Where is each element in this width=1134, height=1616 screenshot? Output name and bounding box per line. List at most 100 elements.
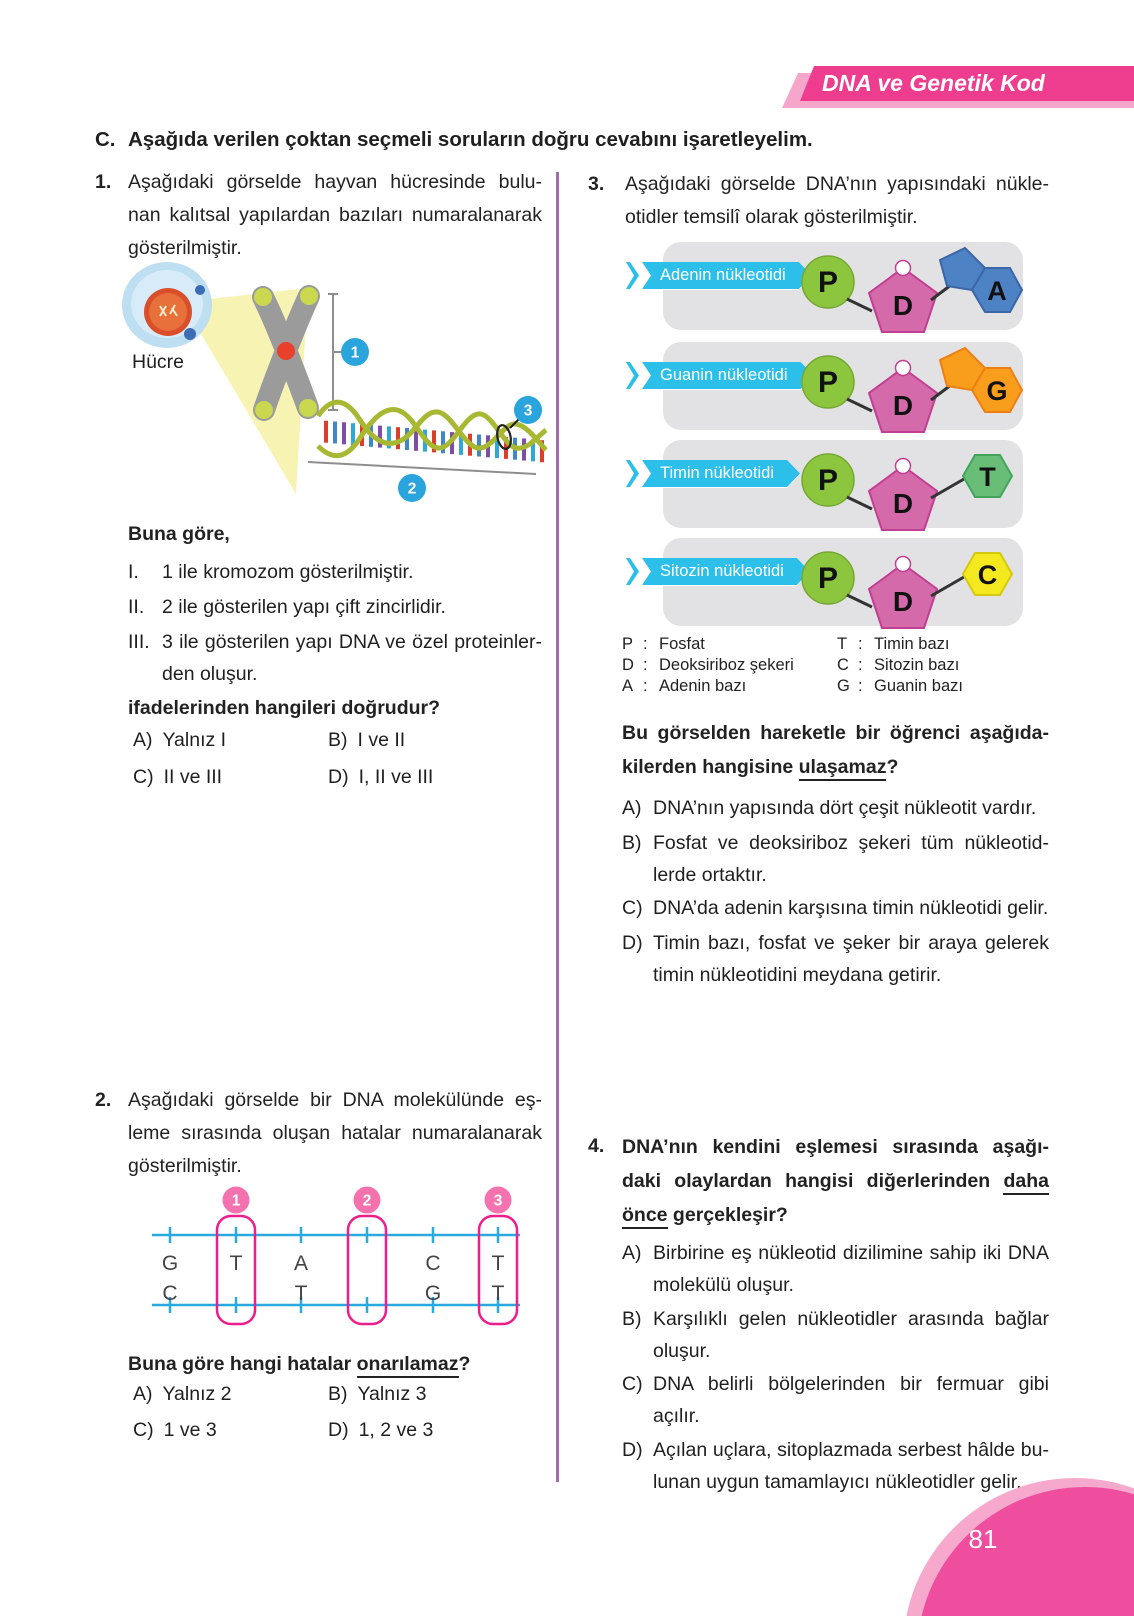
svg-text:D: D (893, 390, 913, 421)
centromere (277, 342, 295, 360)
q4-option-c: C)DNA belirli bölgelerinden bir fermuar … (622, 1373, 1049, 1427)
q1-option-b: B)I ve II (328, 729, 406, 751)
q2-number: 2. (95, 1089, 112, 1111)
ribbon-chevron-icon (626, 362, 639, 389)
legend-row: T:Timin bazı (837, 635, 950, 653)
svg-text:C: C (978, 560, 998, 590)
q4-stem-line2: daki olaylardan hangisi diğerlerinden da… (622, 1164, 1049, 1198)
svg-text:T: T (492, 1282, 505, 1305)
roman-label: III. (128, 631, 150, 653)
nucleotide-label: Timin nükleotidi (642, 460, 800, 487)
nucleotide-diagram: PDT (801, 453, 1014, 531)
phosphate (801, 453, 855, 507)
svg-text:T: T (295, 1282, 308, 1305)
svg-text:A: A (294, 1252, 308, 1275)
q4-stem-line3: önce gerçekleşir? (622, 1198, 1049, 1232)
deoxyribose-sugar (867, 464, 939, 531)
chromosome (252, 285, 320, 421)
chapter-banner: DNA ve Genetik Kod (800, 66, 1134, 101)
svg-text:D: D (893, 488, 913, 519)
q3-option-a: A)DNA’nın yapısında dört çeşit nükleotit… (622, 797, 1037, 819)
deoxyribose-sugar (867, 366, 939, 433)
q2-option-a: A)Yalnız 2 (133, 1383, 232, 1405)
q1-option-a: A)Yalnız I (133, 729, 227, 751)
svg-text:G: G (986, 376, 1007, 406)
nucleotide-label: Guanin nükleotidi (642, 362, 814, 389)
q1-item-1: I. 1 ile kromozom gösterilmiştir. (128, 556, 542, 588)
q3-number: 3. (588, 173, 605, 195)
legend-row: P:Fosfat (622, 635, 705, 653)
error-marker-circle (222, 1186, 250, 1214)
q1-number: 1. (95, 171, 112, 193)
page-number: 81 (968, 1524, 998, 1554)
legend-row: G:Guanin bazı (837, 677, 963, 695)
svg-text:P: P (818, 464, 838, 497)
q4-stem-line1: DNA’nın kendini eşlemesi sırasında aşağı… (622, 1136, 1049, 1158)
section-letter: C. (95, 128, 116, 151)
phosphate (801, 255, 855, 309)
svg-text:P: P (818, 562, 838, 595)
svg-text:C: C (162, 1282, 177, 1305)
ribbon-chevron-icon (626, 460, 639, 487)
q1-item-3: III. 3 ile gösterilen yapı DNA ve özel p… (128, 626, 542, 690)
q2-stem: Buna göre hangi hatalar onarılamaz? (128, 1348, 470, 1381)
gene-highlight (496, 424, 512, 450)
q2-option-d: D)1, 2 ve 3 (328, 1419, 434, 1441)
base-G: G (938, 346, 1024, 413)
marker-1: 1 (351, 345, 360, 362)
underlined-word: onarılamaz (356, 1353, 459, 1378)
q4-option-a: A)Birbirine eş nükleotid dizilimine sahi… (622, 1242, 1049, 1296)
error-marker-circle (484, 1186, 512, 1214)
nucleotide-label: Adenin nükleotidi (642, 262, 812, 289)
cell-illustration (122, 262, 212, 348)
q3-stem: Bu görselden hareketle bir öğrenci aşağı… (622, 716, 1049, 784)
error-marker-circle (353, 1186, 381, 1214)
svg-text:D: D (893, 290, 913, 321)
q2-option-b: B)Yalnız 3 (328, 1383, 427, 1405)
error-box (477, 1214, 519, 1326)
roman-label: II. (128, 596, 145, 618)
svg-text:1: 1 (232, 1193, 241, 1210)
underlined-word: ulaşamaz (798, 756, 887, 781)
ribbon-chevron-icon (626, 558, 639, 585)
roman-label: I. (128, 561, 139, 583)
svg-text:T: T (492, 1252, 505, 1275)
section-header: Aşağıda verilen çoktan seçmeli soruların… (128, 128, 813, 151)
nucleotide-label-ribbon: Adenin nükleotidi (626, 262, 812, 289)
underlined-word: daha (1003, 1170, 1049, 1195)
bracket-2 (307, 461, 537, 475)
marker-2-circle (398, 474, 426, 502)
base-T: T (961, 454, 1014, 498)
chapter-title: DNA ve Genetik Kod (822, 70, 1045, 96)
nucleotide-label-ribbon: Guanin nükleotidi (626, 362, 814, 389)
q2-option-c: C)1 ve 3 (133, 1419, 217, 1441)
q4-number: 4. (588, 1135, 605, 1157)
q2-text: Aşağıdaki görselde bir DNA molekülünde e… (128, 1089, 542, 1177)
svg-text:2: 2 (363, 1193, 372, 1210)
svg-text:P: P (818, 366, 838, 399)
q1-option-d: D)I, II ve III (328, 766, 434, 788)
q1-text: Aşağıdaki görselde hayvan hücresinde bul… (128, 171, 542, 259)
column-divider (556, 172, 559, 1482)
marker-2: 2 (408, 481, 417, 498)
nucleotide-label-ribbon: Timin nükleotidi (626, 460, 800, 487)
q4-option-b: B)Karşılıklı gelen nükleotidler arasında… (622, 1308, 1049, 1362)
q3-option-d: D)Timin bazı, fosfat ve şeker bir araya … (622, 932, 1049, 986)
q1-stem: ifadelerinden hangileri doğrudur? (128, 697, 441, 719)
phosphate (801, 355, 855, 409)
q3-stem-line1: Bu görselden hareketle bir öğrenci aşağı… (622, 722, 1049, 744)
nucleotide-diagram: PDC (801, 551, 1014, 629)
q1-option-c: C)II ve III (133, 766, 223, 788)
svg-text:T: T (979, 462, 996, 492)
q3-option-b: B)Fosfat ve deoksiriboz şekeri tüm nükle… (622, 832, 1049, 886)
q3-text: Aşağıdaki görselde DNA’nın yapısındaki n… (625, 173, 1049, 228)
q4-stem: DNA’nın kendini eşlemesi sırasında aşağı… (622, 1130, 1049, 1232)
cell-label: Hücre (132, 351, 184, 373)
